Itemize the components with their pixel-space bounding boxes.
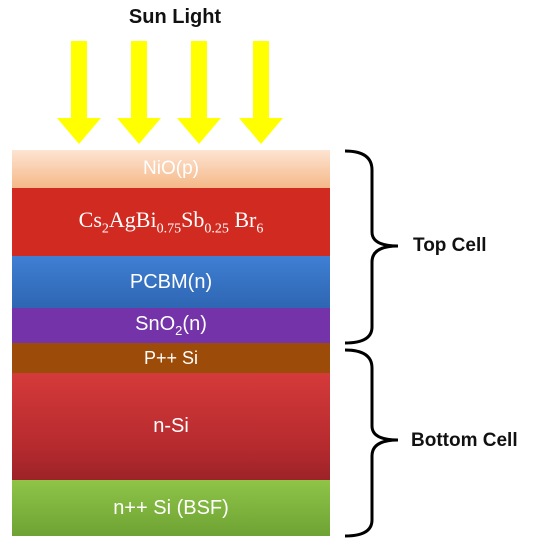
bottom-cell-label: Bottom Cell [411, 430, 518, 451]
layer-p-si: P++ Si [12, 343, 330, 373]
layer-perovskite-absorber: Cs2AgBi0.75Sb0.25 Br6 [12, 188, 330, 256]
layer-sno2-label: SnO2(n) [135, 313, 207, 338]
layer-pcbm-label: PCBM(n) [129, 270, 213, 293]
top-cell-label: Top Cell [413, 235, 487, 256]
bottom-cell-bracket [344, 348, 399, 538]
sunlight-arrow-1 [57, 41, 101, 144]
layer-n-si: n-Si [12, 373, 330, 480]
layer-absorber-label: Cs2AgBi0.75Sb0.25 Br6 [78, 206, 264, 237]
sun-light-title: Sun Light [128, 6, 222, 28]
layer-sno2: SnO2(n) [12, 308, 330, 343]
sunlight-arrows [57, 41, 283, 144]
layer-n-plus-si-bsf: n++ Si (BSF) [12, 480, 330, 536]
layer-n-si-label: n-Si [153, 415, 189, 437]
sunlight-arrow-2 [117, 41, 161, 144]
layer-p-si-label: P++ Si [143, 347, 199, 368]
layer-nio: NiO(p) [12, 150, 330, 188]
sunlight-arrow-4 [239, 41, 283, 144]
layer-nio-label: NiO(p) [143, 158, 199, 179]
layer-nn-si-label: n++ Si (BSF) [113, 496, 229, 519]
sunlight-arrow-3 [177, 41, 221, 144]
layer-pcbm: PCBM(n) [12, 256, 330, 308]
top-cell-bracket [344, 149, 399, 345]
